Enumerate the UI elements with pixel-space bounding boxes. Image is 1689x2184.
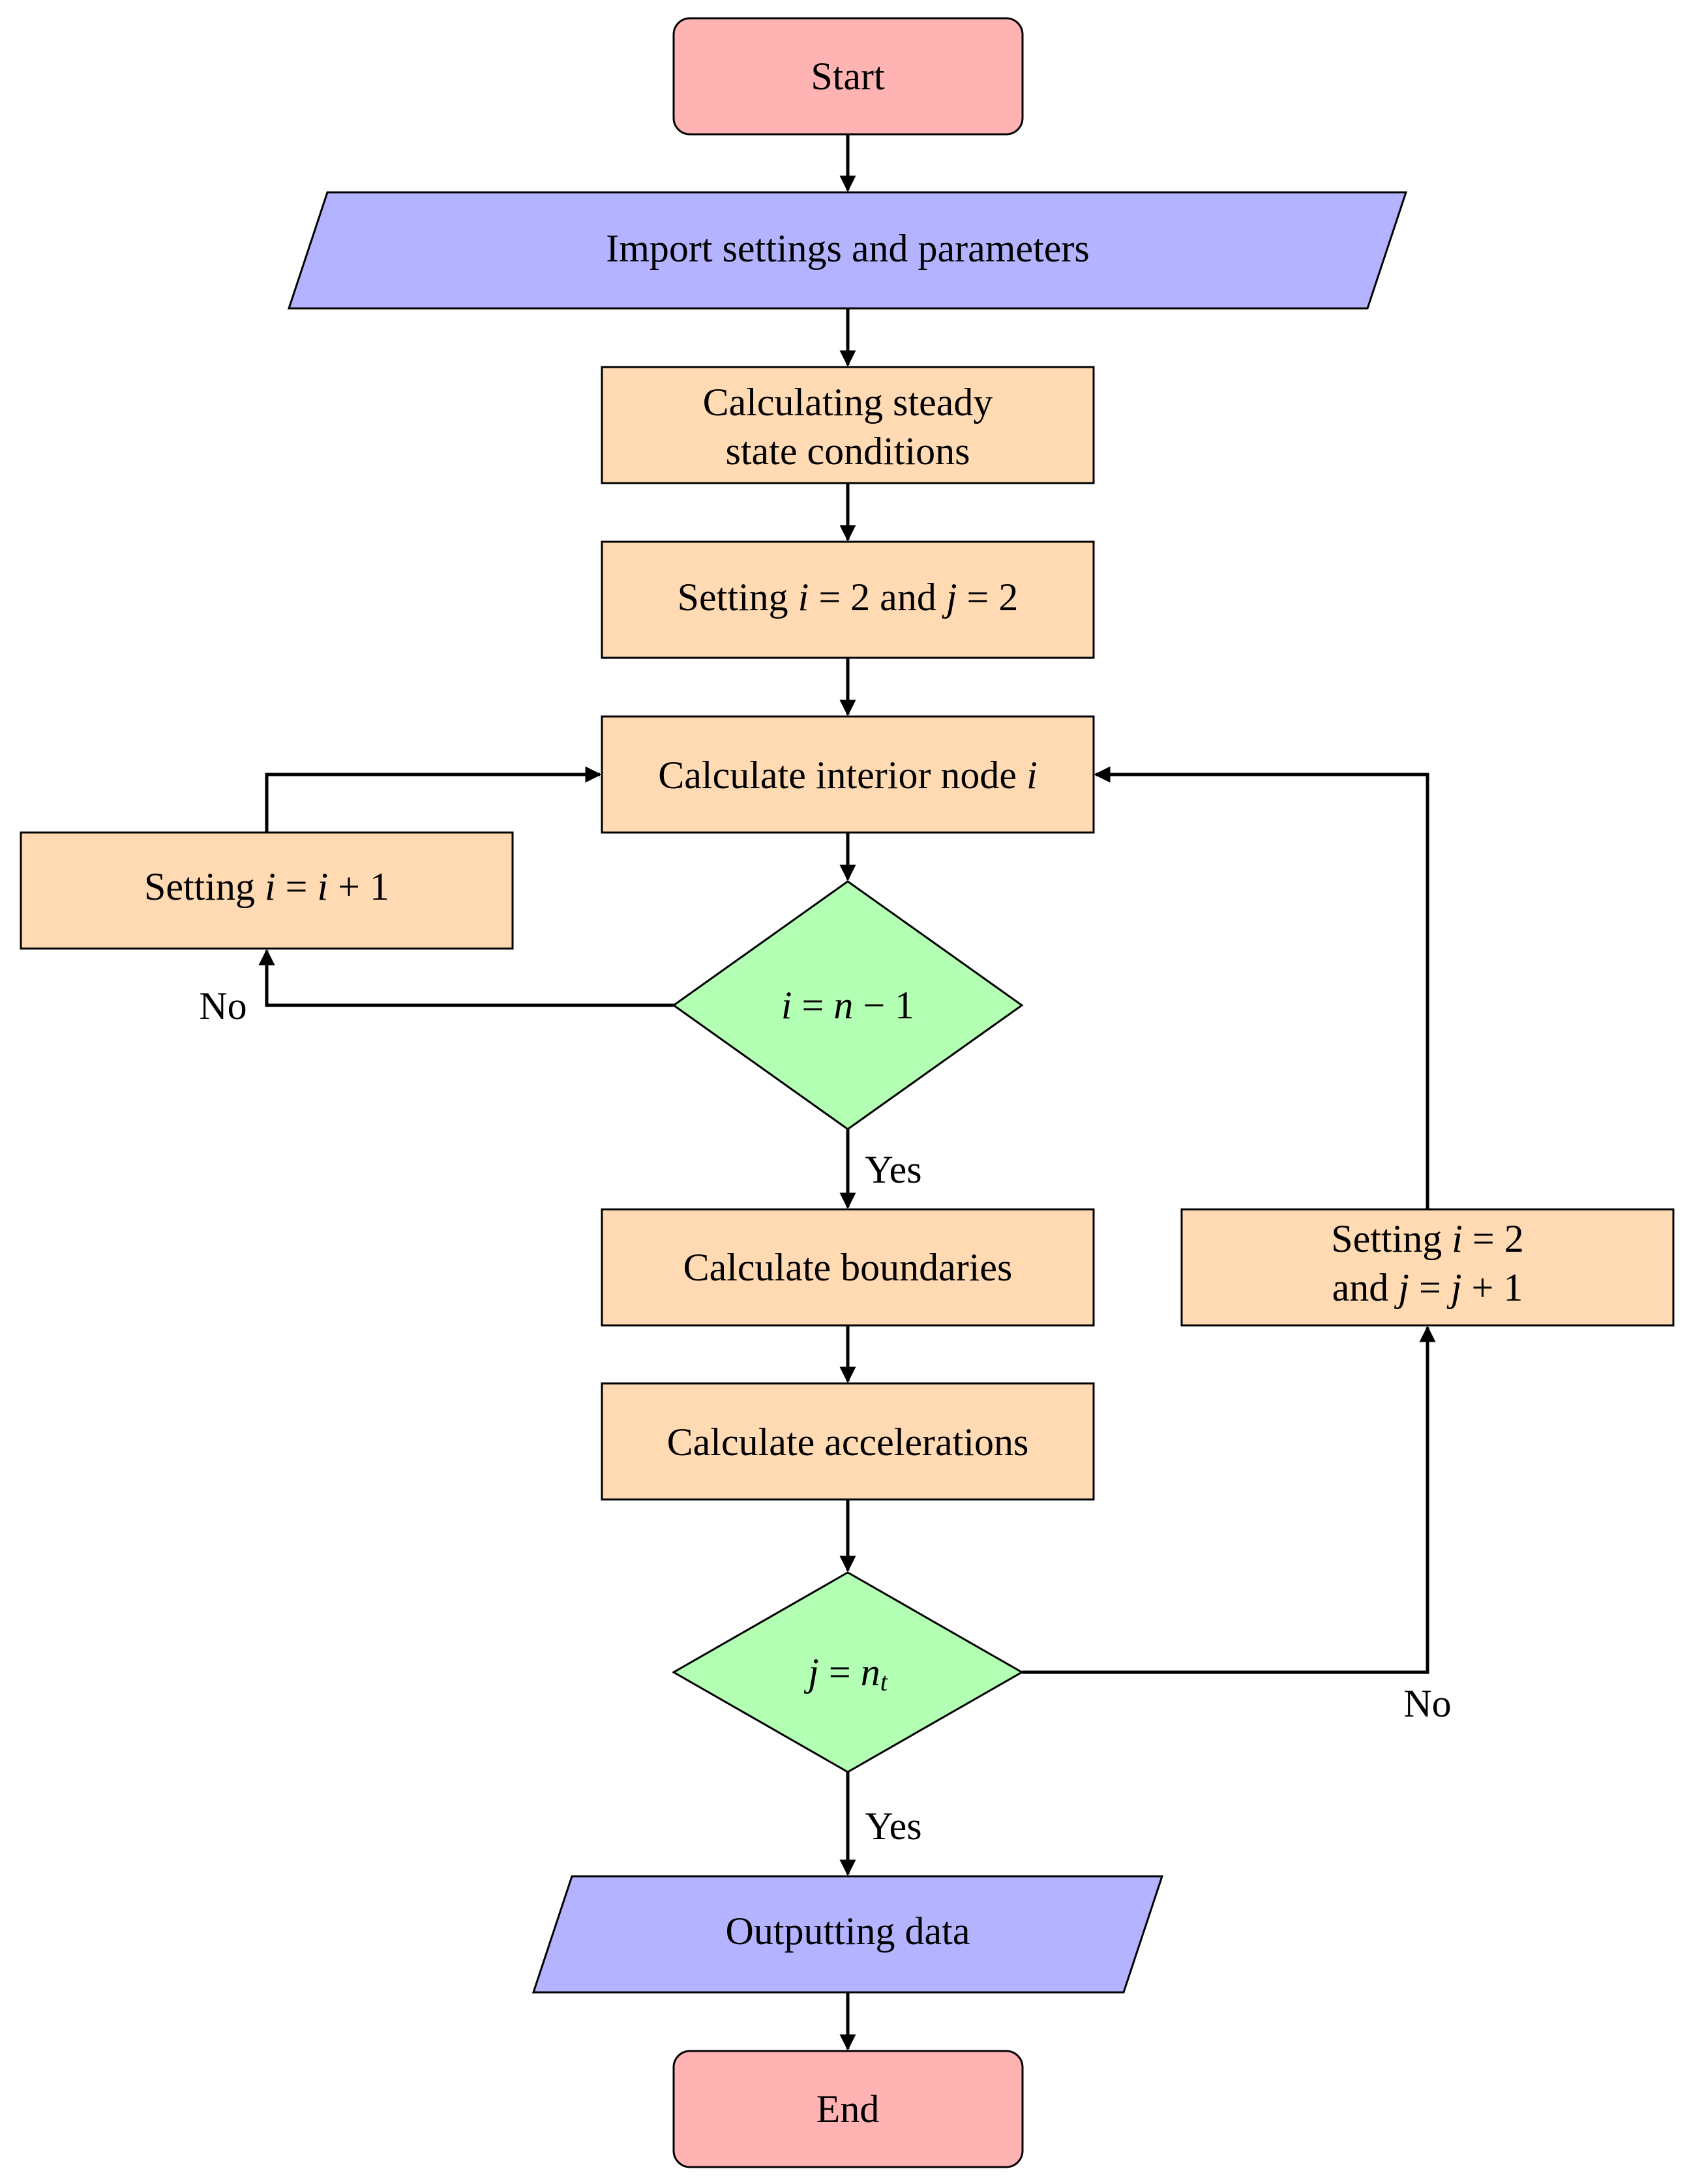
steady-state-process bbox=[601, 366, 1095, 484]
reset-i-increment-j-process bbox=[1180, 1208, 1675, 1327]
output-io bbox=[531, 1875, 1164, 1994]
set-initial-process bbox=[601, 540, 1095, 659]
start-label: Start bbox=[811, 55, 885, 98]
edge-decision-i-no bbox=[258, 949, 674, 1007]
output-label: Outputting data bbox=[726, 1910, 970, 1953]
accelerations-process bbox=[601, 1382, 1095, 1501]
edge-increment-to-interior bbox=[265, 766, 602, 833]
edge-label-yes-j: Yes bbox=[865, 1805, 921, 1848]
reset-label-line2: and j = j + 1 bbox=[1332, 1266, 1523, 1309]
boundaries-process bbox=[601, 1208, 1095, 1327]
set-initial-label: Setting i = 2 and j = 2 bbox=[678, 576, 1019, 619]
end-terminal bbox=[672, 2050, 1024, 2168]
edge-label-yes-i: Yes bbox=[865, 1148, 921, 1191]
boundaries-label: Calculate boundaries bbox=[683, 1246, 1013, 1289]
reset-label-line1: Setting i = 2 bbox=[1331, 1217, 1524, 1260]
increment-i-process bbox=[20, 831, 514, 950]
import-label: Import settings and parameters bbox=[606, 227, 1089, 270]
interior-node-process bbox=[601, 715, 1095, 834]
end-label: End bbox=[816, 2088, 880, 2131]
import-io bbox=[287, 191, 1408, 310]
decision-i-label: i = n − 1 bbox=[781, 984, 914, 1027]
edge-label-no-i: No bbox=[199, 984, 247, 1027]
interior-node-label: Calculate interior node i bbox=[658, 754, 1037, 797]
edge-label-no-j: No bbox=[1403, 1682, 1451, 1725]
steady-state-label-line1: Calculating steady bbox=[703, 381, 993, 424]
edge-decision-j-no bbox=[1022, 1325, 1436, 1674]
accelerations-label: Calculate accelerations bbox=[667, 1421, 1029, 1464]
increment-i-label: Setting i = i + 1 bbox=[144, 865, 389, 908]
decision-j-label: j = nt bbox=[803, 1651, 888, 1696]
edge-reset-to-interior bbox=[1094, 766, 1429, 1209]
steady-state-label-line2: state conditions bbox=[726, 430, 970, 473]
